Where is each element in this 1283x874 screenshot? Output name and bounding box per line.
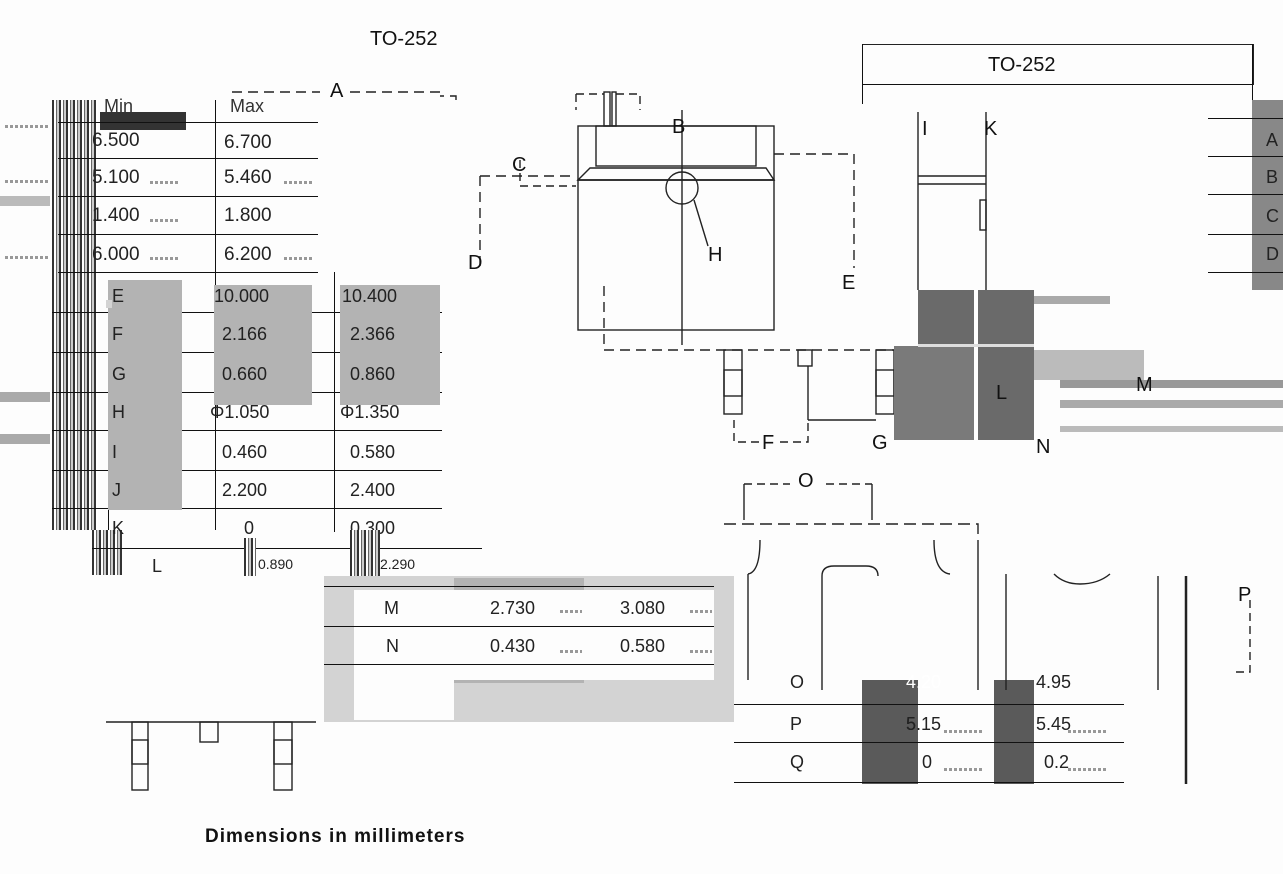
table-cell: N [386, 636, 399, 656]
table-cell: F [112, 324, 123, 344]
table-cell: 2.166 [222, 324, 268, 344]
scan-artifact [100, 112, 186, 130]
table-cell: 6.200 [224, 244, 272, 265]
table-cell: 0.580 [350, 442, 396, 462]
table-cell: 2.290 [380, 556, 416, 572]
table-cell: 0.430 [490, 636, 536, 656]
table-cell: 5.460 [224, 167, 272, 188]
table-cell: 0.580 [620, 636, 666, 656]
table-cell: I [112, 442, 118, 462]
dim-label-g: G [872, 432, 888, 454]
dim-label-l: L [996, 382, 1008, 404]
table-cell: 6.700 [224, 132, 272, 153]
table-cell: Φ1.350 [340, 402, 400, 422]
table-cell: D [1266, 244, 1279, 264]
dim-label-o: O [798, 470, 814, 492]
table-cell: 0.860 [350, 364, 396, 384]
dim-label-m: M [1136, 374, 1153, 396]
table-cell: 0 [244, 518, 255, 538]
table-cell: 6.500 [92, 130, 140, 151]
table-cell: 2.730 [490, 598, 536, 618]
table-cell: 5.100 [92, 167, 140, 188]
table-cell: 4.20 [906, 672, 942, 692]
table-cell: O [790, 672, 805, 692]
scan-artifact [52, 100, 98, 530]
table-cell: Q [790, 752, 805, 772]
table-cell-copy: 5.15 [906, 714, 942, 734]
units-note: Dimensions in millimeters [205, 826, 466, 847]
dim-label-c: C [512, 154, 527, 176]
table-cell: 0.2 [1044, 752, 1070, 772]
table-cell: 2.400 [350, 480, 396, 500]
table-title: TO-252 [988, 54, 1056, 76]
table-cell: L [152, 556, 163, 576]
table-cell: 1.800 [224, 205, 272, 226]
table-cell: H [112, 402, 125, 422]
table-cell: 2.366 [350, 324, 396, 344]
dim-label-d: D [468, 252, 483, 274]
table-cell: K [112, 518, 125, 538]
table-cell: C [1266, 206, 1279, 226]
table-cell: 1.400 [92, 205, 140, 226]
dim-label-i: I [922, 118, 928, 140]
dim-label-h: H [708, 244, 723, 266]
table-cell: 10.400 [342, 286, 398, 306]
table-cell: A [1266, 130, 1279, 150]
table-cell: Φ1.050 [210, 402, 270, 422]
dim-label-a: A [330, 80, 344, 102]
header-max: Max [230, 96, 265, 116]
table-cell: G [112, 364, 127, 384]
table-cell: J [112, 480, 121, 500]
table-cell: P [790, 714, 803, 734]
table-cell: 0.660 [222, 364, 268, 384]
dim-label-k: K [984, 118, 998, 140]
dim-label-e: E [842, 272, 856, 294]
dim-label-p: P [1238, 584, 1252, 606]
table-cell-copy: 0 [922, 752, 933, 772]
table-cell: 2.200 [222, 480, 268, 500]
table-cell: 10.000 [214, 286, 270, 306]
dim-label-b: B [672, 116, 686, 138]
table-cell: 0.890 [258, 556, 294, 572]
table-cell: M [384, 598, 399, 618]
table-cell: E [112, 286, 125, 306]
table-cell: 4.95 [1036, 672, 1072, 692]
table-cell: 3.080 [620, 598, 666, 618]
dim-label-f: F [762, 432, 775, 454]
header-min: Min [104, 96, 134, 116]
table-cell: 6.000 [92, 244, 140, 265]
dim-label-n: N [1036, 436, 1051, 458]
table-cell: B [1266, 167, 1279, 187]
scan-artifact [92, 530, 122, 575]
table-cell: 0.460 [222, 442, 268, 462]
page-title: TO-252 [370, 28, 438, 50]
table-cell: 5.45 [1036, 714, 1072, 734]
